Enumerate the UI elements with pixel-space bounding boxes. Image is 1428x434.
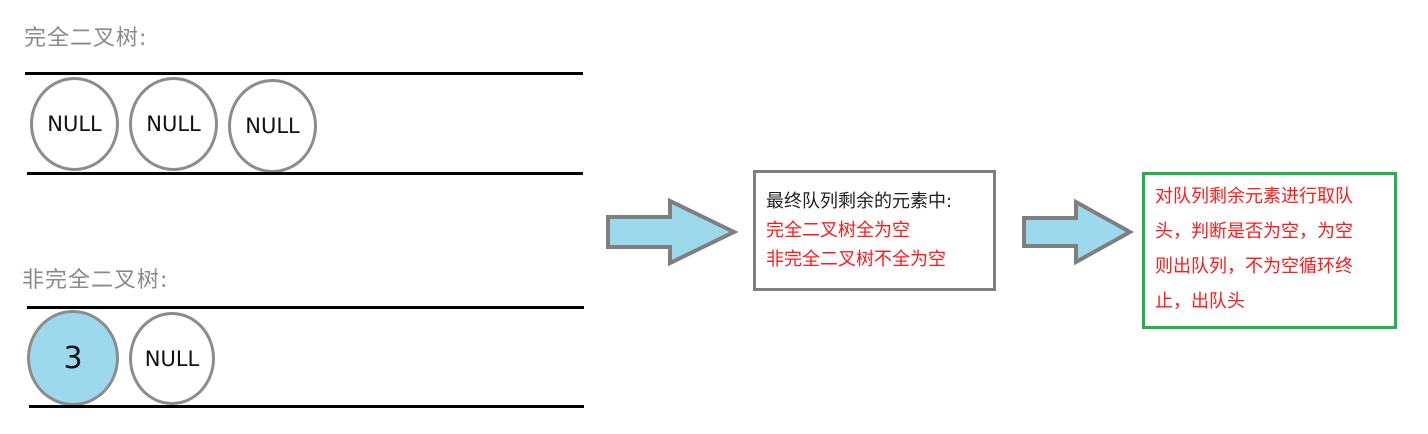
queue-top-line (25, 72, 583, 75)
summary-line-complete: 完全二叉树全为空 (766, 220, 910, 241)
result-line: 头，判断是否为空，为空 (1155, 221, 1353, 242)
complete-tree-label: 完全二叉树: (24, 26, 148, 51)
right-arrow-icon (606, 197, 739, 267)
queue-bottom-line (29, 405, 584, 408)
result-line: 止，出队头 (1155, 291, 1245, 312)
right-arrow-icon (1022, 198, 1135, 266)
result-box: 对队列剩余元素进行取队 头，判断是否为空，为空 则出队列，不为空循环终 止，出队… (1142, 172, 1397, 329)
queue-node: NULL (30, 77, 119, 171)
result-line: 对队列剩余元素进行取队 (1155, 186, 1353, 207)
queue-node: NULL (228, 79, 317, 173)
incomplete-tree-label: 非完全二叉树: (22, 268, 169, 293)
summary-title: 最终队列剩余的元素中: (766, 191, 953, 212)
summary-box: 最终队列剩余的元素中: 完全二叉树全为空 非完全二叉树不全为空 (753, 170, 996, 291)
queue-top-line (27, 306, 584, 309)
queue-node: NULL (129, 312, 215, 405)
queue-bottom-line (27, 172, 583, 175)
summary-line-incomplete: 非完全二叉树不全为空 (766, 249, 946, 270)
queue-node: NULL (129, 77, 218, 171)
result-line: 则出队列，不为空循环终 (1155, 256, 1353, 277)
queue-node-filled: 3 (27, 310, 119, 406)
